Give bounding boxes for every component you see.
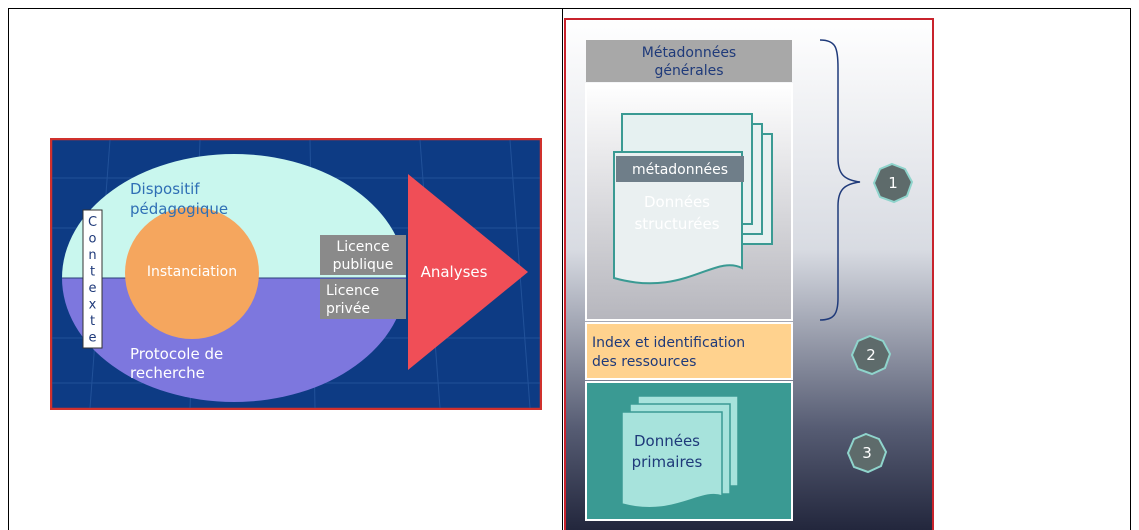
context-letter: t <box>90 314 95 329</box>
bottom-half-label-line2: recherche <box>130 364 205 382</box>
context-letter: x <box>89 298 97 313</box>
table-divider <box>562 8 563 530</box>
license-public-line2: publique <box>333 257 394 273</box>
analyses-label: Analyses <box>421 263 488 281</box>
context-letter: C <box>88 215 97 230</box>
license-private-box <box>320 279 406 319</box>
top-half-label-line2: pédagogique <box>130 200 228 218</box>
bottom-half-label-line1: Protocole de <box>130 345 223 363</box>
license-public-box <box>320 235 406 275</box>
context-letter: n <box>88 248 96 263</box>
table-frame <box>8 8 1131 530</box>
primary-data-line1: Données <box>634 432 700 450</box>
context-letter: e <box>89 331 97 346</box>
structured-data-line1: Données <box>644 193 710 211</box>
index-line1: Index et identification <box>592 335 745 351</box>
index-line2: des ressources <box>592 354 696 370</box>
analyses-arrow <box>408 174 528 370</box>
metadata-tag-label: métadonnées <box>632 162 728 178</box>
badge-1-label: 1 <box>888 174 898 192</box>
license-private-line1: Licence <box>326 283 379 299</box>
badge-3-label: 3 <box>862 444 872 462</box>
general-metadata-box <box>586 40 792 82</box>
badge-3 <box>846 432 888 474</box>
structured-data-line2: structurées <box>634 215 719 233</box>
badge-2 <box>850 334 892 376</box>
badge-2-label: 2 <box>866 346 876 364</box>
center-label: Instanciation <box>147 264 237 280</box>
primary-documents-stack <box>621 395 739 509</box>
license-public-line1: Licence <box>336 239 389 255</box>
context-letter: t <box>90 265 95 280</box>
index-box <box>585 322 793 380</box>
context-box <box>82 209 103 349</box>
primary-data-line2: primaires <box>632 453 703 471</box>
top-half-label-line1: Dispositif <box>130 180 200 198</box>
context-letter: e <box>89 281 97 296</box>
metadata-tag <box>616 156 744 182</box>
curly-brace <box>819 39 861 321</box>
license-private-line2: privée <box>326 301 370 317</box>
right-diagram: Métadonnées générales métadonnées Donnée… <box>564 18 934 530</box>
context-letter: o <box>89 232 97 247</box>
badge-1 <box>872 162 914 204</box>
center-circle <box>125 207 259 339</box>
general-metadata-line1: Métadonnées <box>642 45 736 61</box>
general-metadata-line2: générales <box>654 63 723 79</box>
